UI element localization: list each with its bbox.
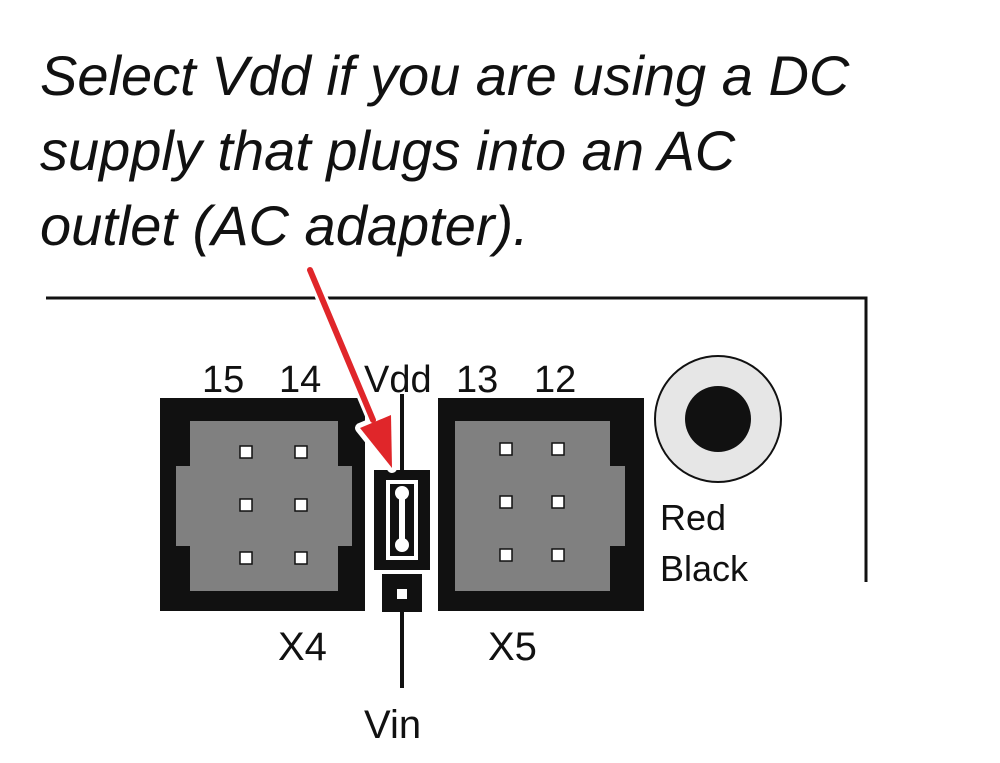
x4-pin [239,445,253,459]
caption-line-1: Select Vdd if you are using a DC [40,44,850,107]
x4-pin [294,551,308,565]
x5-pin [551,548,565,562]
black-wire-label: Black [660,548,749,589]
x4-pin [239,551,253,565]
vin-pin [397,589,407,599]
power-jack [654,355,782,483]
pointer-arrow [304,264,397,473]
x5-label: X5 [488,625,537,669]
pin-label-15: 15 [202,359,244,401]
pin-label-14: 14 [279,359,321,401]
x5-pin [551,495,565,509]
x4-header [160,398,365,611]
jumper-contact [395,538,409,552]
vin-label: Vin [364,703,421,747]
x5-header [438,398,644,611]
x4-pin [294,498,308,512]
pin-label-13: 13 [456,359,498,401]
x5-pin [499,548,513,562]
pin-label-12: 12 [534,359,576,401]
jack-center-pin [685,386,751,452]
x5-pin [499,442,513,456]
caption-line-3: outlet (AC adapter). [40,194,529,257]
vdd-label: Vdd [364,359,432,401]
jumper-contact [395,486,409,500]
caption-line-2: supply that plugs into an AC [40,119,736,182]
power-select-jumper[interactable] [374,394,430,688]
x5-pin [499,495,513,509]
x4-pin [239,498,253,512]
instruction-caption: Select Vdd if you are using a DC supply … [40,38,990,263]
x5-pin [551,442,565,456]
x4-label: X4 [278,625,327,669]
red-wire-label: Red [660,497,726,538]
x4-pin [294,445,308,459]
